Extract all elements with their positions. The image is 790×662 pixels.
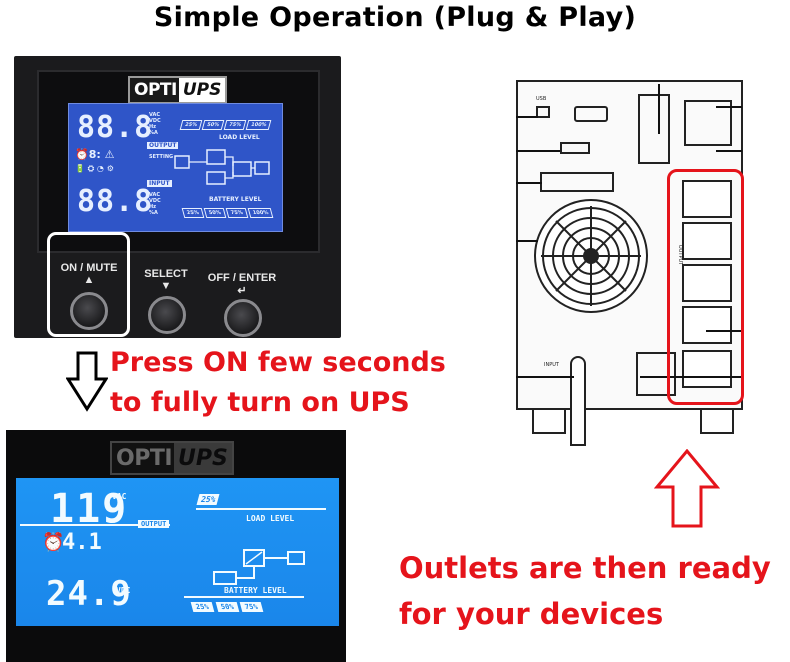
indicator-icons: 🔋 ⛭ ◔ ⚙ [75, 164, 114, 173]
rear-foot-right [700, 408, 734, 434]
output-label: OUTPUT [138, 520, 170, 528]
battery-unit: VDC [116, 586, 131, 595]
network-ports [540, 172, 614, 192]
input-voltage-readout: 88.8 [77, 110, 154, 145]
divider [20, 524, 170, 526]
usb-port [536, 106, 550, 118]
instruction-outlets-ready: Outlets are then ready for your devices [399, 551, 771, 631]
battery-bar-line [184, 596, 304, 598]
outlet [682, 350, 732, 388]
surge-outlet [636, 352, 676, 396]
battery-step: 100% [247, 208, 274, 218]
page-title: Simple Operation (Plug & Play) [153, 2, 637, 33]
battery-step: 50% [203, 208, 227, 218]
leader-line [640, 376, 742, 378]
usb-label: USB [536, 96, 547, 102]
outlet [682, 180, 732, 218]
instruction-press-on: Press ON few seconds to fully turn on UP… [110, 347, 446, 418]
battery-level-bar: 25% 50% 75% [190, 602, 264, 612]
leader-line [516, 240, 538, 242]
battery-level-bar: 25% 50% 75% 100% [181, 208, 274, 218]
setting-label: SETTING [149, 154, 174, 160]
timer-icon: ⏰ [42, 532, 65, 553]
outlet [682, 264, 732, 302]
input-power-cord [570, 356, 586, 446]
on-mute-label: ON / MUTE ▲ [60, 262, 118, 286]
battery-level-label: BATTERY LEVEL [224, 586, 287, 595]
epo-port [560, 142, 590, 154]
load-bar-line [196, 508, 326, 510]
lcd-display-lit: 119 VAC OUTPUT ⏰ 4.1 24.9 VDC 25% LOAD L… [16, 478, 339, 626]
output-label: OUTPUT [147, 142, 179, 149]
outlet [682, 306, 732, 344]
status-icons: ⏰8: ⚠ [75, 148, 115, 161]
battery-level-label: BATTERY LEVEL [209, 196, 262, 203]
up-arrow-icon [654, 449, 720, 528]
load-level-label: LOAD LEVEL [246, 514, 295, 523]
battery-step: 25% [181, 208, 205, 218]
battery-step: 75% [225, 208, 249, 218]
serial-port [574, 106, 608, 122]
off-enter-label: OFF / ENTER ↵ [207, 272, 277, 297]
leader-line [658, 84, 660, 134]
leader-line [516, 150, 560, 152]
power-flow-diagram [174, 149, 270, 185]
input-label: INPUT [147, 180, 172, 187]
battery-step: 50% [215, 602, 239, 612]
load-step: 25% [196, 494, 220, 505]
leader-line [516, 116, 538, 118]
lcd-display-unlit: 88.8 VAC VDC Hz %A OUTPUT 25% 50% 75% 10… [68, 103, 283, 232]
backup-time-readout: 4.1 [62, 530, 102, 555]
outlets-highlight [667, 169, 744, 405]
leader-line [516, 182, 542, 184]
battery-connector [684, 100, 732, 146]
rear-foot-left [532, 408, 566, 434]
on-mute-button[interactable] [70, 292, 108, 330]
voltage-unit: VAC [112, 492, 127, 501]
load-step: 25% [179, 120, 203, 130]
leader-line [516, 376, 574, 378]
battery-step: 75% [239, 602, 264, 612]
leader-line [716, 150, 742, 152]
input-label: INPUT [544, 362, 559, 368]
down-arrow-icon [66, 351, 108, 412]
power-flow-diagram [213, 549, 305, 585]
fan-icon [534, 199, 648, 313]
outlet [682, 222, 732, 260]
off-enter-button[interactable] [224, 299, 262, 337]
on-button-highlight [47, 232, 130, 337]
load-level-label: LOAD LEVEL [219, 134, 260, 141]
top-units: VAC VDC Hz %A [149, 112, 161, 136]
battery-step: 25% [190, 602, 214, 612]
battery-voltage-readout: 24.9 [46, 574, 132, 614]
leader-line [706, 330, 742, 332]
select-button[interactable] [148, 296, 186, 334]
intelligent-slot [638, 94, 670, 164]
leader-line [716, 106, 742, 108]
select-label: SELECT ▼ [144, 268, 188, 292]
load-step: 100% [245, 120, 272, 130]
output-voltage-readout: 88.8 [77, 184, 154, 219]
load-level-bar: 25% 50% 75% 100% [179, 120, 272, 130]
bottom-units: VAC VDC Hz %A [149, 192, 161, 216]
load-step: 50% [201, 120, 225, 130]
load-step: 75% [223, 120, 247, 130]
